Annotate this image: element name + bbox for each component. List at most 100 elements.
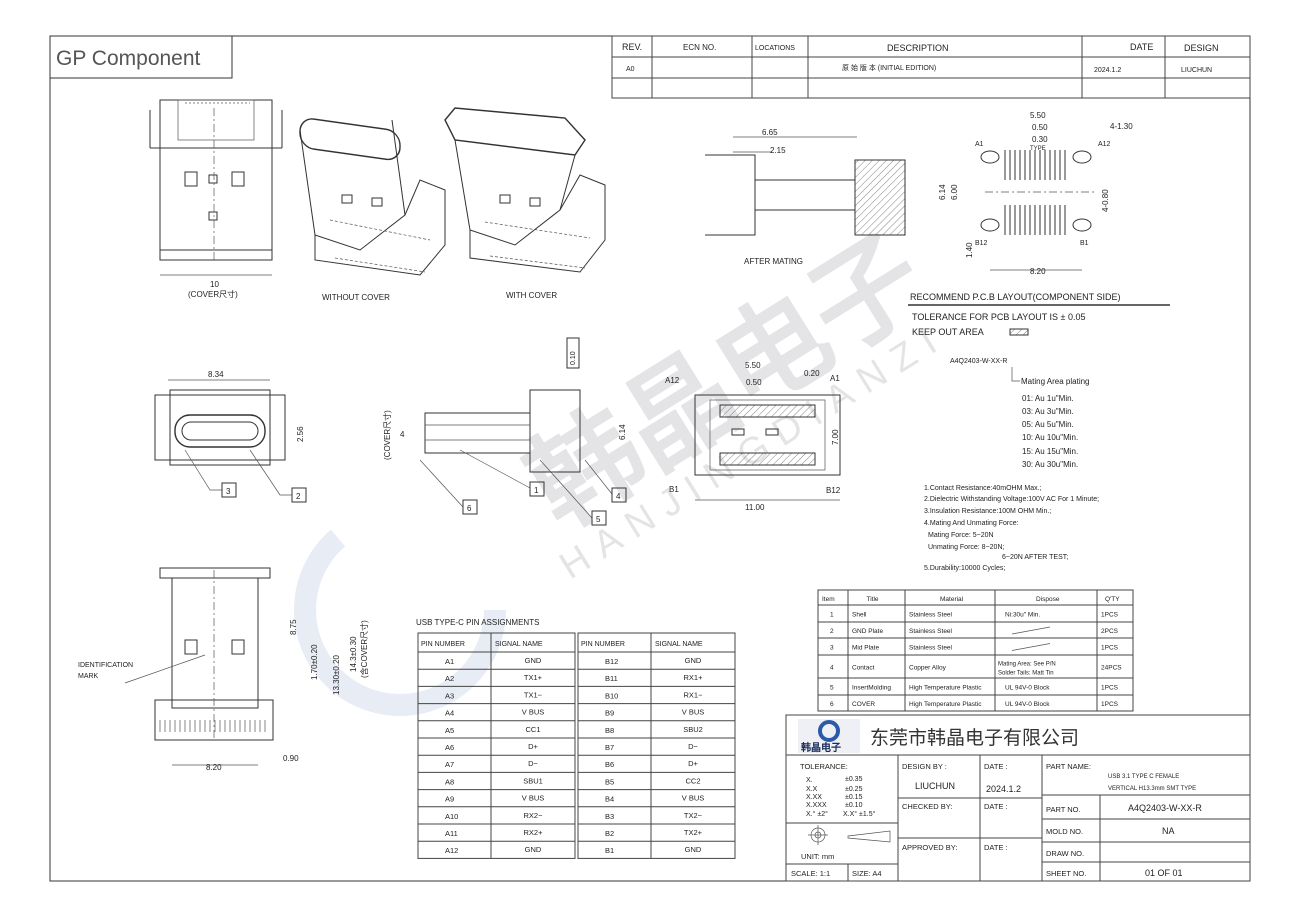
- svg-text:4-1.30: 4-1.30: [1110, 122, 1133, 131]
- svg-text:6.65: 6.65: [762, 128, 778, 137]
- bom-cell: 24PCS: [1101, 665, 1122, 672]
- bom-cell: COVER: [852, 701, 875, 708]
- iso-view-with-cover: WITH COVER: [444, 107, 606, 300]
- svg-text:A4Q2403-W-XX-R: A4Q2403-W-XX-R: [1128, 803, 1202, 813]
- svg-text:KEEP OUT AREA: KEEP OUT AREA: [912, 327, 984, 337]
- pin-number: A5: [445, 726, 454, 735]
- svg-text:±0.25: ±0.25: [845, 786, 863, 793]
- bom-cell: 1PCS: [1101, 701, 1119, 708]
- column-header: PIN NUMBER: [581, 641, 625, 648]
- pcb-footprint: 5.50 0.50 0.30 TYPE 4-1.30 A1 A12 B12 B1…: [938, 111, 1133, 276]
- svg-text:A12: A12: [1098, 141, 1111, 148]
- pin-number: B8: [605, 726, 614, 735]
- svg-text:DATE :: DATE :: [984, 843, 1008, 852]
- svg-text:01 OF 01: 01 OF 01: [1145, 868, 1183, 878]
- svg-text:3.Insulation Resistance:100M O: 3.Insulation Resistance:100M OHM Min.;: [924, 508, 1051, 515]
- bom-cell: 1PCS: [1101, 645, 1119, 652]
- pin-number: B3: [605, 812, 614, 821]
- svg-text:UNIT: mm: UNIT: mm: [801, 852, 834, 861]
- bom-header: Dispose: [1036, 596, 1060, 603]
- bom-cell: 1PCS: [1101, 612, 1119, 619]
- bom-cell: Mating Area: See P/N: [998, 662, 1056, 668]
- column-header: PIN NUMBER: [421, 641, 465, 648]
- svg-text:X.° ±2°: X.° ±2°: [806, 810, 828, 818]
- svg-text:原 始 版 本 (INITIAL EDITION): 原 始 版 本 (INITIAL EDITION): [842, 63, 936, 72]
- svg-text:TOLERANCE:: TOLERANCE:: [800, 762, 848, 771]
- column-header: SIGNAL NAME: [655, 641, 703, 648]
- svg-text:1.40: 1.40: [965, 242, 974, 258]
- signal-name: GND: [525, 656, 542, 665]
- pin-number: A9: [445, 795, 454, 804]
- svg-text:DESIGN: DESIGN: [1184, 43, 1219, 53]
- svg-text:Mating Area plating: Mating Area plating: [1021, 377, 1090, 386]
- svg-text:VERTICAL H13.3mm SMT TYPE: VERTICAL H13.3mm SMT TYPE: [1108, 786, 1196, 792]
- bom-cell: UL 94V-0 Block: [1005, 685, 1050, 692]
- bom-cell: 5: [830, 685, 834, 692]
- svg-text:A1: A1: [975, 141, 984, 148]
- svg-text:MOLD NO.: MOLD NO.: [1046, 827, 1083, 836]
- bom-cell: Mid Plate: [852, 645, 879, 652]
- bom-cell: InsertMolding: [852, 685, 891, 692]
- top-view: 10 (COVER尺寸): [149, 99, 283, 299]
- pin-number: B6: [605, 760, 614, 769]
- svg-text:TOLERANCE FOR PCB LAYOUT IS ±: TOLERANCE FOR PCB LAYOUT IS ± 0.05: [912, 312, 1086, 322]
- svg-text:MARK: MARK: [78, 673, 99, 680]
- signal-name: GND: [525, 845, 542, 854]
- svg-text:1.Contact Resistance:40mOHM Ma: 1.Contact Resistance:40mOHM Max.;: [924, 485, 1042, 492]
- svg-text:5: 5: [596, 515, 601, 524]
- pin-number: B1: [605, 846, 614, 855]
- svg-text:Mating Force: 5~20N: Mating Force: 5~20N: [928, 532, 994, 539]
- front-view: 8.34 2.56 3 2: [154, 370, 307, 503]
- svg-text:韩晶电子: 韩晶电子: [801, 741, 841, 754]
- svg-text:DATE: DATE: [1130, 42, 1153, 52]
- svg-text:TYPE: TYPE: [1030, 146, 1046, 152]
- signal-name: RX2+: [524, 828, 544, 837]
- pin-number: B12: [605, 657, 618, 666]
- pin-number: B5: [605, 777, 614, 786]
- svg-text:2024.1.2: 2024.1.2: [986, 784, 1021, 794]
- svg-text:8.20: 8.20: [1030, 267, 1046, 276]
- svg-text:1: 1: [534, 486, 539, 495]
- svg-text:DATE :: DATE :: [984, 802, 1008, 811]
- svg-text:3: 3: [226, 487, 231, 496]
- bom-header: Material: [940, 596, 964, 603]
- page-title: GP Component: [56, 47, 201, 70]
- svg-text:LIUCHUN: LIUCHUN: [915, 781, 955, 791]
- bom-cell: 1PCS: [1101, 685, 1119, 692]
- svg-text:NA: NA: [1162, 826, 1175, 836]
- svg-text:30: Au 30u"Min.: 30: Au 30u"Min.: [1022, 460, 1078, 469]
- bom-cell: UL 94V-0 Block: [1005, 701, 1050, 708]
- signal-name: CC1: [525, 725, 540, 734]
- pin-number: B11: [605, 674, 618, 683]
- bom-cell: 3: [830, 645, 834, 652]
- signal-name: GND: [685, 845, 702, 854]
- bom-cell: 2: [830, 628, 834, 635]
- svg-text:2024.1.2: 2024.1.2: [1094, 67, 1121, 74]
- svg-text:USB 3.1 TYPE C FEMALE: USB 3.1 TYPE C FEMALE: [1108, 774, 1179, 780]
- signal-name: RX2−: [524, 811, 544, 820]
- svg-text:DATE :: DATE :: [984, 762, 1008, 771]
- svg-text:A1: A1: [830, 374, 840, 383]
- svg-text:WITHOUT COVER: WITHOUT COVER: [322, 293, 390, 302]
- bom-header: Item: [822, 596, 835, 603]
- svg-text:B1: B1: [669, 485, 679, 494]
- svg-text:SHEET NO.: SHEET NO.: [1046, 869, 1086, 878]
- pin-number: A3: [445, 691, 454, 700]
- signal-name: TX2−: [684, 811, 703, 820]
- signal-name: V BUS: [522, 708, 545, 717]
- side-view: 0.10 (COVER尺寸) 4 6.14 1 4 5 6: [382, 337, 627, 526]
- signal-name: D+: [688, 759, 698, 768]
- signal-name: RX1−: [684, 690, 704, 699]
- svg-text:0.50: 0.50: [1032, 123, 1048, 132]
- svg-text:APPROVED BY:: APPROVED BY:: [902, 843, 957, 852]
- revision-table: REV. ECN NO. LOCATIONS DESCRIPTION DATE …: [611, 35, 1251, 99]
- signal-name: V BUS: [682, 708, 705, 717]
- pin-table-title: USB TYPE-C PIN ASSIGNMENTS: [416, 618, 539, 627]
- signal-name: CC2: [685, 776, 700, 785]
- svg-text:PART NO.: PART NO.: [1046, 805, 1081, 814]
- svg-text:A4Q2403-W-XX-R: A4Q2403-W-XX-R: [950, 358, 1007, 365]
- bom-cell: Ni:30u" Min.: [1005, 612, 1040, 619]
